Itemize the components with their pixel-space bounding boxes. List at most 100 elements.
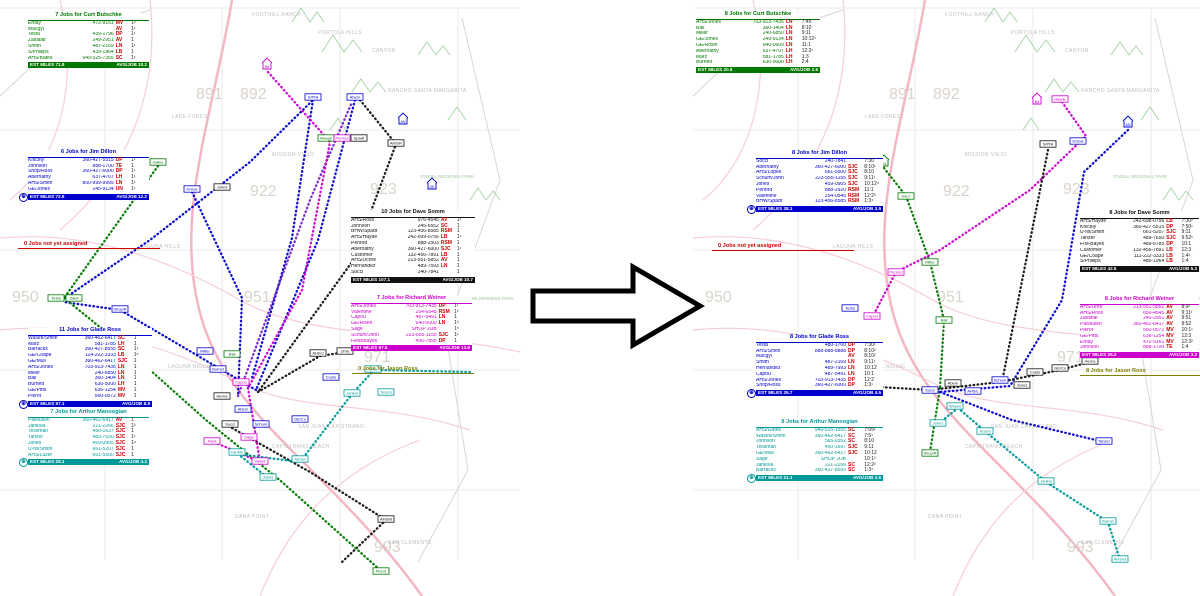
job-marker[interactable]: Custo [1026, 368, 1044, 376]
job-marker[interactable]: Testa [841, 304, 859, 312]
job-marker[interactable]: Socci [221, 420, 239, 428]
job-marker[interactable]: Miller [196, 347, 214, 355]
job-marker[interactable]: Miller [921, 258, 939, 266]
job-marker[interactable]: Schum [991, 376, 1009, 384]
job-marker[interactable]: Zaldi [65, 294, 83, 302]
job-marker[interactable]: Shop/R [111, 305, 129, 313]
job-marker[interactable]: Valent [251, 457, 269, 465]
job-marker[interactable]: Tanzer [291, 455, 309, 463]
job-marker[interactable]: Herna [213, 392, 231, 400]
job-marker[interactable]: AHS/J [309, 349, 327, 357]
job-marker[interactable]: Penrod [887, 268, 905, 276]
job-marker[interactable]: S/Phil [1039, 140, 1057, 148]
job-marker[interactable]: Testa [47, 294, 65, 302]
job-marker[interactable]: AHS/L [964, 387, 982, 395]
job-marker[interactable]: Hayde [1051, 95, 1069, 103]
job-marker[interactable]: Shop/R [921, 449, 939, 457]
job-marker[interactable]: Jones [1013, 381, 1031, 389]
job-marker[interactable]: Jankol [1037, 477, 1055, 485]
job-marker[interactable]: Abern [346, 93, 364, 101]
job-marker[interactable]: Gates [149, 158, 167, 166]
job-marker[interactable]: Knicel [1069, 137, 1087, 145]
job-marker[interactable]: Capou [232, 378, 250, 386]
job-marker[interactable]: GE/Co [291, 415, 309, 423]
job-marker[interactable]: GE/Co [1051, 364, 1069, 372]
job-marker[interactable]: AHS/G [1111, 555, 1129, 563]
job-marker[interactable]: Jankol [343, 389, 361, 397]
job-marker[interactable]: GE/J [897, 192, 915, 200]
job-marker[interactable]: Jones [259, 473, 277, 481]
job-marker[interactable]: Ball [935, 316, 953, 324]
job-marker[interactable]: AHS/B [377, 515, 395, 523]
job-marker[interactable]: Pierot [372, 567, 390, 575]
